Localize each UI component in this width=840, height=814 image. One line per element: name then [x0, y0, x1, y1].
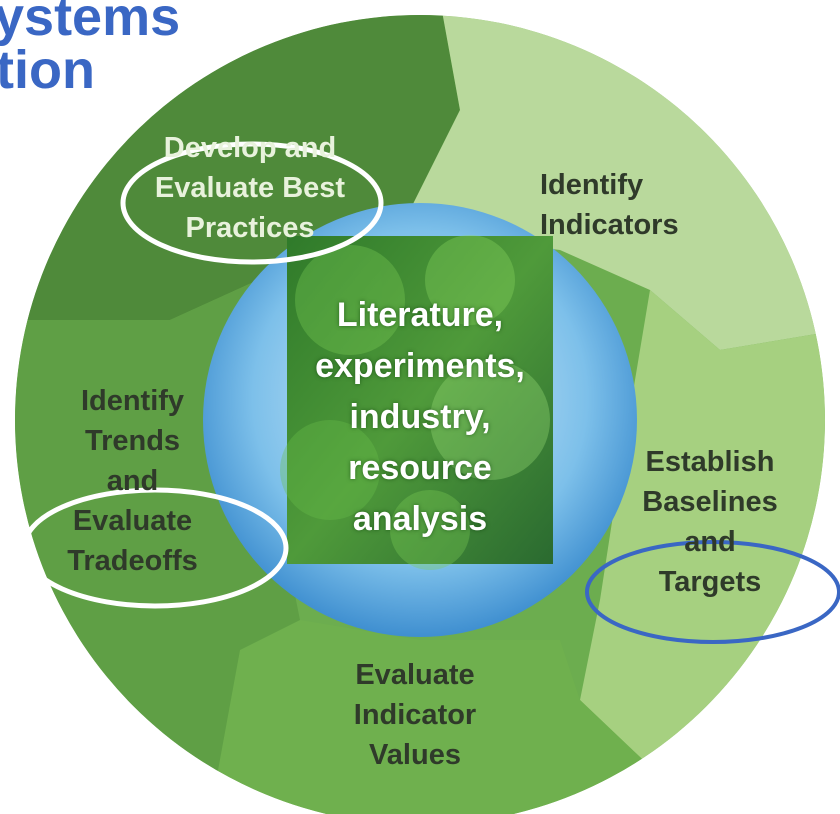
label-trends-4: Evaluate — [72, 505, 193, 537]
label-indicators-1: Identify — [540, 169, 644, 201]
label-indicator-values-3: Values — [369, 739, 461, 771]
label-indicator-values-2: Indicator — [353, 699, 477, 731]
label-baselines-1: Establish — [645, 446, 775, 478]
label-trends-2: Trends — [84, 425, 181, 457]
center-photo-cells — [280, 235, 550, 570]
highlight-ellipse-best-practices — [120, 141, 384, 265]
label-baselines: Establish Baselines and Targets — [610, 442, 810, 602]
center-caption: Literature, experiments, industry, resou… — [287, 290, 553, 545]
label-baselines-2: Baselines — [642, 486, 778, 518]
label-indicators: Identify Indicators — [540, 165, 750, 245]
label-baselines-3: and — [684, 526, 736, 558]
segment-indicator-values — [210, 620, 700, 814]
label-best-practices-2: Evaluate Best — [154, 172, 346, 204]
title-line-2: tion — [0, 40, 95, 100]
label-best-practices: Develop and Evaluate Best Practices — [120, 128, 380, 248]
label-trends-5: Tradeoffs — [67, 545, 198, 577]
label-trends-3: and — [106, 465, 159, 497]
label-best-practices-3: Practices — [185, 212, 315, 244]
label-best-practices-1: Develop and — [163, 132, 337, 164]
label-trends-1: Identify — [80, 385, 185, 417]
center-caption-1: Literature, — [336, 296, 504, 334]
highlight-ellipse-tradeoffs — [21, 487, 289, 609]
label-indicators-2: Indicators — [540, 209, 679, 241]
label-trends: Identify Trends and Evaluate Tradeoffs — [40, 381, 225, 581]
center-caption-5: analysis — [352, 500, 488, 538]
label-indicator-values: Evaluate Indicator Values — [310, 655, 520, 775]
center-photo — [287, 236, 553, 564]
highlight-ellipse-targets — [585, 540, 840, 644]
title-line-1: ystems — [0, 0, 181, 47]
label-baselines-4: Targets — [658, 566, 762, 598]
label-indicator-values-1: Evaluate — [355, 659, 475, 691]
center-caption-2: experiments, — [315, 347, 525, 385]
center-caption-3: industry, — [349, 398, 491, 436]
center-caption-4: resource — [348, 449, 492, 487]
